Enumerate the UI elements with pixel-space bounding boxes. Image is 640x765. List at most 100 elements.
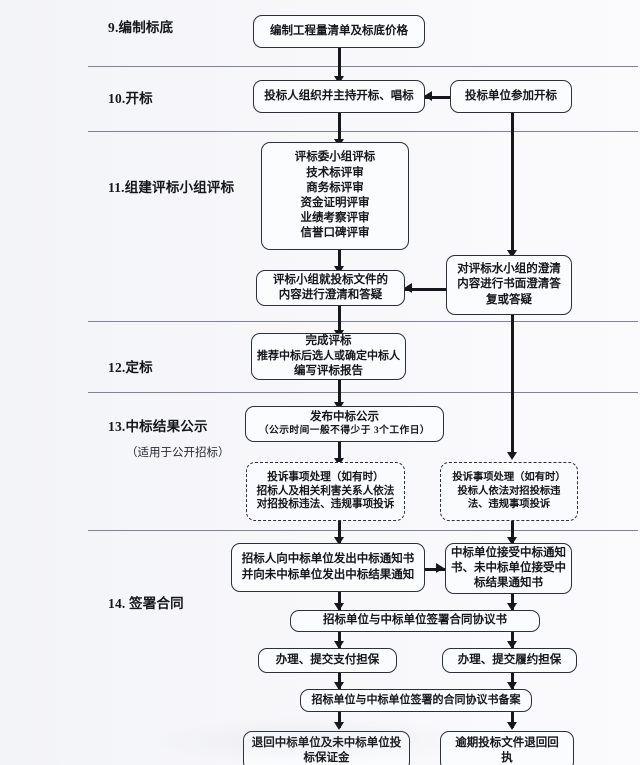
- node-n14-line-0: 办理、提交支付担保: [275, 653, 380, 666]
- stage-label-10: 10.开标: [108, 91, 153, 106]
- node-n18-line-0: 逾期投标文件退回回: [455, 736, 559, 749]
- node-n8-line-1: （公示时间一般不得少于 3个工作日）: [258, 425, 431, 437]
- node-n10-line-1: 投标人依法对招投标违: [457, 485, 561, 497]
- node-n9-line-2: 对招投标违法、违规事项投诉: [256, 499, 395, 511]
- arrowhead-n9-n11: [333, 537, 344, 545]
- node-n7-line-2: 编写评标报告: [294, 364, 363, 377]
- connector-n13-n15: [511, 632, 514, 648]
- node-n15[interactable]: 办理、提交履约担保: [442, 648, 577, 673]
- arrowhead-n11-n13: [333, 603, 344, 611]
- stage-label-12: 12.定标: [108, 360, 153, 375]
- section-divider-11-12: [88, 321, 638, 322]
- arrowhead-n13-n15: [506, 641, 517, 649]
- stage-label-14: 14. 签署合同: [108, 596, 184, 611]
- stage-label-13: 13.中标结果公示: [108, 419, 208, 434]
- section-divider-13-14: [88, 530, 638, 531]
- node-n11-line-1: 并向未中标单位发出中标结果通知: [241, 568, 415, 581]
- stage-label-9: 9.编制标底: [108, 20, 174, 35]
- node-n12-line-0: 中标单位接受中标通知: [451, 546, 566, 559]
- node-n3[interactable]: 投标单位参加开标: [450, 80, 572, 113]
- connector-n2-n4: [338, 113, 341, 143]
- node-n9-line-0: 投诉事项处理（如有时）: [267, 471, 384, 483]
- arrowhead-n3-n6: [506, 250, 517, 258]
- section-divider-9-10: [88, 66, 638, 67]
- node-n1[interactable]: 编制工程量清单及标底价格: [253, 15, 425, 48]
- node-n10-line-0: 投诉事项处理（如有时）: [452, 472, 566, 484]
- connector-n10-n12: [511, 521, 514, 543]
- node-n14[interactable]: 办理、提交支付担保: [258, 648, 397, 673]
- node-n9-line-1: 招标人及相关利害关系人依法: [256, 485, 395, 497]
- node-n4[interactable]: 评标委小组评标 技术标评审 商务标评审 资金证明评审 业绩考察评审 信誉口碑评审: [261, 142, 409, 250]
- section-divider-10-11: [88, 131, 638, 132]
- connector-n1-n2: [338, 48, 341, 78]
- arrowhead-n6-n5: [404, 283, 412, 293]
- node-n12-line-1: 书、未中标单位接受中: [451, 561, 566, 574]
- node-n7-line-1: 推荐中标后选人或确定中标人: [257, 350, 400, 363]
- node-n6-line-1: 内容进行书面澄清答: [457, 278, 561, 291]
- node-n16-line-0: 招标单位与中标单位签署的合同协议书备案: [311, 694, 521, 707]
- arrowhead-n12-n13: [506, 603, 517, 611]
- arrowhead-n13-n14: [333, 641, 344, 649]
- connector-n6-n5: [405, 288, 450, 291]
- node-n5-line-0: 评标小组就投标文件的: [273, 273, 388, 286]
- node-n11[interactable]: 招标人向中标单位发出中标通知书 并向未中标单位发出中标结果通知: [231, 543, 425, 592]
- node-n18-line-1: 执: [501, 752, 513, 764]
- connector-n3-n2: [425, 96, 450, 99]
- arrowhead-n14-n16: [333, 682, 344, 690]
- node-n1-line-0: 编制工程量清单及标底价格: [270, 24, 408, 37]
- node-n10[interactable]: 投诉事项处理（如有时） 投标人依法对招投标违 法、违规事项投诉: [440, 462, 578, 521]
- node-n8[interactable]: 发布中标公示 （公示时间一般不得少于 3个工作日）: [245, 406, 444, 442]
- stage-label-11: 11.组建评标小组评标: [108, 180, 235, 195]
- node-n4-line-5: 信誉口碑评审: [300, 227, 370, 240]
- arrowhead-n15-n16: [506, 682, 517, 690]
- node-n4-line-2: 商务标评审: [306, 181, 364, 194]
- connector-n14-n16: [338, 673, 341, 689]
- node-n13-line-0: 招标单位与中标单位签署合同协议书: [323, 614, 507, 627]
- connector-n16-n18: [511, 712, 514, 728]
- connector-n7-n8: [338, 380, 341, 406]
- node-n18[interactable]: 逾期投标文件退回回 执: [440, 731, 574, 765]
- node-n4-line-0: 评标委小组评标: [294, 151, 376, 164]
- node-n17-line-1: 标保证金: [303, 752, 350, 764]
- arrowhead-n11-n12: [436, 563, 444, 573]
- node-n13[interactable]: 招标单位与中标单位签署合同协议书: [290, 610, 540, 632]
- node-n3-line-0: 投标单位参加开标: [465, 89, 557, 102]
- node-n6-line-0: 对评标水小组的澄清: [457, 263, 561, 276]
- node-n17[interactable]: 退回中标单位及未中标单位投 标保证金: [243, 731, 410, 765]
- arrowhead-n10-n12: [506, 537, 517, 545]
- arrowhead-n3-n2: [424, 91, 432, 101]
- stage-note-13: （适用于公开招标）: [126, 447, 230, 459]
- connector-n11-n13: [338, 592, 341, 610]
- node-n12[interactable]: 中标单位接受中标通知 书、未中标单位接受中 标结果通知书: [445, 543, 572, 594]
- node-n4-line-4: 业绩考察评审: [300, 212, 370, 225]
- connector-n12-n13: [511, 594, 514, 610]
- node-n7-line-0: 完成评标: [305, 335, 352, 348]
- node-n8-line-0: 发布中标公示: [310, 411, 379, 424]
- node-n2[interactable]: 投标人组织并主持开标、唱标: [253, 80, 425, 113]
- node-n17-line-0: 退回中标单位及未中标单位投: [251, 736, 402, 749]
- arrowhead-n16-n18: [506, 722, 517, 730]
- arrowhead-n6-n10: [506, 452, 517, 460]
- connector-n3-n6: [511, 113, 514, 255]
- connector-n8-n9: [338, 442, 341, 464]
- node-n15-line-0: 办理、提交履约担保: [457, 653, 562, 666]
- node-n7[interactable]: 完成评标 推荐中标后选人或确定中标人 编写评标报告: [251, 333, 406, 380]
- connector-n4-n5: [338, 250, 341, 272]
- node-n5-line-1: 内容进行澄清和答疑: [278, 289, 383, 301]
- connector-n11-n12: [425, 568, 445, 571]
- node-n12-line-2: 标结果通知书: [474, 577, 543, 590]
- node-n9[interactable]: 投诉事项处理（如有时） 招标人及相关利害关系人依法 对招投标违法、违规事项投诉: [246, 462, 405, 521]
- node-n10-line-2: 法、违规事项投诉: [467, 499, 551, 511]
- node-n6[interactable]: 对评标水小组的澄清 内容进行书面澄清答 复或答疑: [446, 255, 572, 315]
- connector-n9-n11: [338, 521, 341, 543]
- connector-n15-n16: [511, 673, 514, 689]
- node-n6-line-2: 复或答疑: [486, 293, 532, 306]
- connector-n16-n17: [338, 712, 341, 728]
- node-n2-line-0: 投标人组织并主持开标、唱标: [264, 89, 414, 102]
- connector-n13-n14: [338, 632, 341, 648]
- node-n4-line-1: 技术标评审: [306, 166, 364, 179]
- node-n4-line-3: 资金证明评审: [300, 197, 370, 209]
- node-n5[interactable]: 评标小组就投标文件的 内容进行澄清和答疑: [256, 270, 405, 306]
- node-n16[interactable]: 招标单位与中标单位签署的合同协议书备案: [300, 689, 532, 712]
- section-divider-12-13: [88, 392, 638, 393]
